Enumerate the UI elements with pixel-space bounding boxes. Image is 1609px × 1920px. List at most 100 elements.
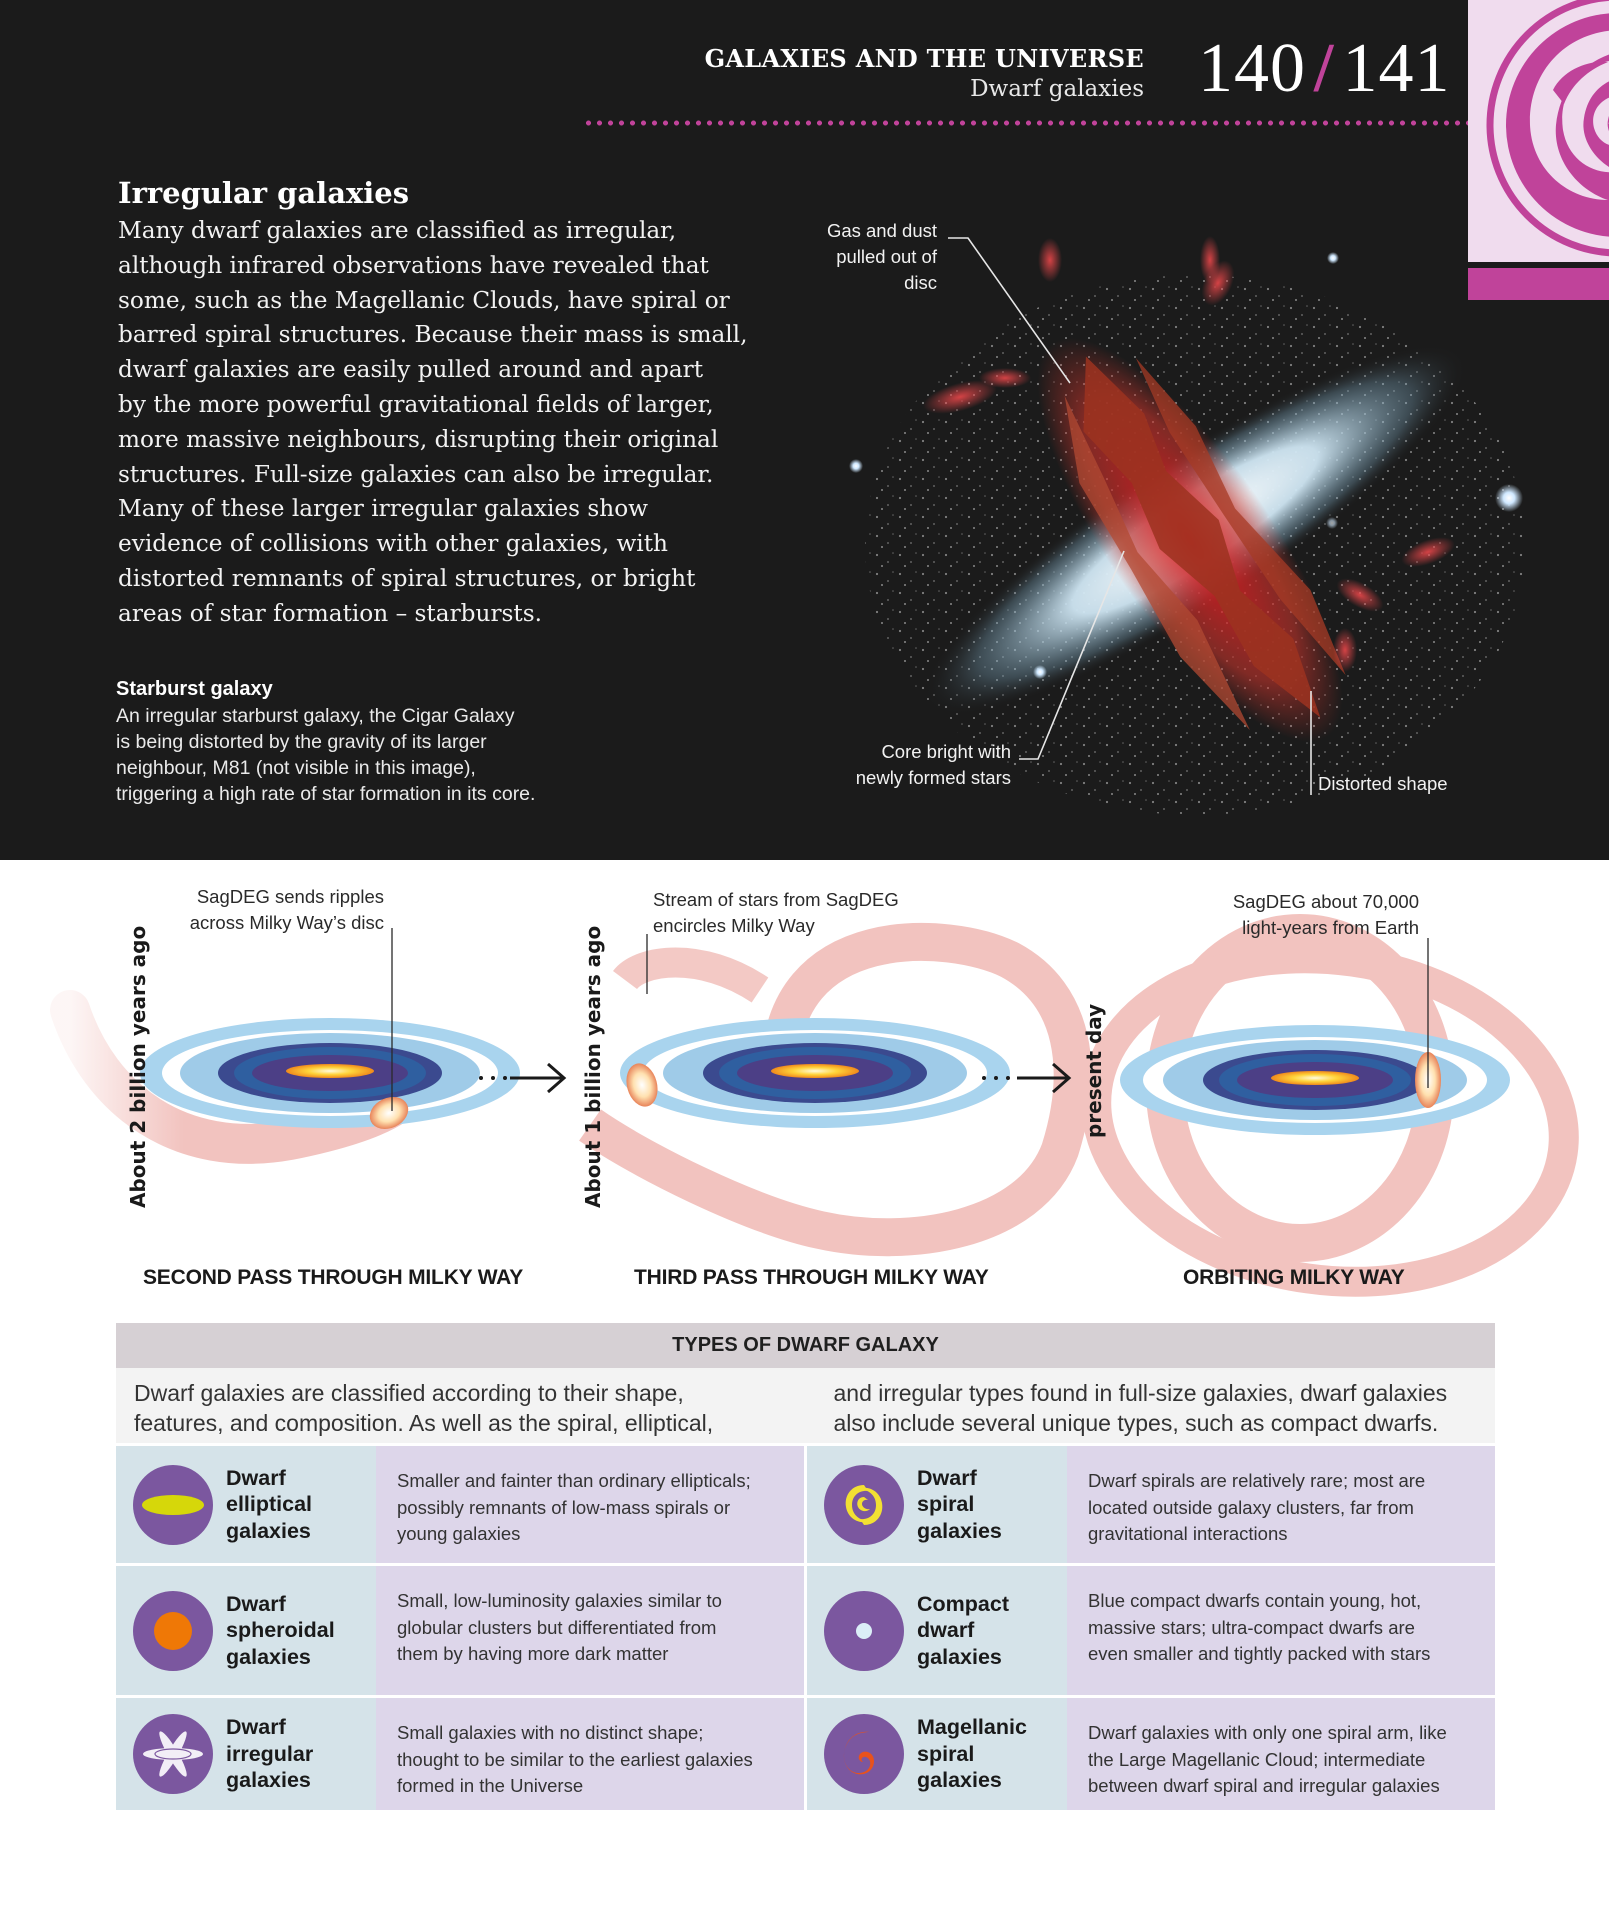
desc-line: formed in the Universe	[397, 1775, 584, 1796]
desc-line: gravitational interactions	[1088, 1523, 1288, 1544]
body-line: by the more powerful gravitational field…	[118, 390, 714, 418]
intro-right: and irregular types found in full-size g…	[806, 1368, 1496, 1443]
name-line: elliptical	[226, 1492, 313, 1517]
intro-line: Dwarf galaxies are classified according …	[134, 1380, 684, 1406]
page-right: 141	[1342, 30, 1451, 107]
desc-line: Dwarf spirals are relatively rare; most …	[1088, 1470, 1426, 1491]
callout-line: Gas and dust	[826, 220, 937, 241]
body-line: barred spiral structures. Because their …	[118, 321, 748, 349]
milky-way-third-pass	[579, 922, 1092, 1257]
desc-line: even smaller and tightly packed with sta…	[1088, 1643, 1431, 1664]
types-of-dwarf-galaxy-table: TYPES OF DWARF GALAXY Dwarf galaxies are…	[116, 1323, 1495, 1810]
desc-line: Small galaxies with no distinct shape;	[397, 1722, 704, 1743]
body-line: structures. Full-size galaxies can also …	[118, 460, 714, 488]
page-separator: /	[1314, 30, 1335, 107]
irregular-galaxies-heading: Irregular galaxies	[118, 176, 410, 210]
callout-line: Core bright with	[881, 741, 1011, 762]
galaxy-type-description: Small, low-luminosity galaxies similar t…	[376, 1566, 804, 1695]
milky-way-second-pass	[50, 928, 567, 1164]
starburst-caption-heading: Starburst galaxy	[116, 678, 273, 700]
galaxy-type-description: Blue compact dwarfs contain young, hot, …	[1067, 1566, 1495, 1695]
annotation-line: SagDEG about 70,000	[1232, 891, 1419, 912]
callout-distorted-shape: Distorted shape	[1318, 771, 1448, 797]
name-line: galaxies	[917, 1768, 1002, 1793]
desc-line: the Large Magellanic Cloud; intermediate	[1088, 1748, 1426, 1770]
intro-line: and irregular types found in full-size g…	[833, 1380, 1448, 1406]
name-line: Dwarf	[226, 1591, 286, 1616]
callout-line: newly formed stars	[855, 767, 1011, 788]
body-line: although infrared observations have reve…	[118, 251, 709, 279]
caption-line: An irregular starburst galaxy, the Cigar…	[116, 705, 515, 727]
name-line: Dwarf	[226, 1465, 286, 1490]
intro-left: Dwarf galaxies are classified according …	[116, 1368, 806, 1443]
galaxy-type-cell: Compact dwarf galaxies	[807, 1566, 1067, 1695]
stage-1-caption: SECOND PASS THROUGH MILKY WAY	[143, 1266, 524, 1289]
galaxy-type-cell: Dwarf spiral galaxies	[807, 1446, 1067, 1563]
starburst-caption-body: An irregular starburst galaxy, the Cigar…	[116, 703, 535, 807]
body-line: areas of star formation – starbursts.	[118, 599, 543, 627]
desc-line: young galaxies	[397, 1523, 521, 1544]
milky-way-present-day	[1081, 914, 1579, 1297]
galaxy-type-description: Dwarf galaxies with only one spiral arm,…	[1067, 1698, 1495, 1810]
galaxy-type-description: Smaller and fainter than ordinary ellipt…	[376, 1446, 804, 1563]
dwarf-spheroidal-icon	[133, 1590, 213, 1671]
galaxy-type-name: Dwarf spheroidal galaxies	[226, 1591, 335, 1671]
caption-line: is being distorted by the gravity of its…	[116, 731, 487, 753]
table-title: TYPES OF DWARF GALAXY	[116, 1323, 1495, 1368]
body-line: Many of these larger irregular galaxies …	[118, 495, 649, 523]
annotation-line: Stream of stars from SagDEG	[653, 889, 899, 910]
body-line: some, such as the Magellanic Clouds, hav…	[118, 286, 730, 314]
caption-line: neighbour, M81 (not visible in this imag…	[116, 757, 476, 779]
table-row: Dwarf elliptical galaxies Smaller and fa…	[116, 1446, 1495, 1563]
body-line: evidence of collisions with other galaxi…	[118, 530, 668, 558]
dotted-rule	[583, 120, 1468, 126]
table-row: Dwarf irregular galaxies Small galaxies …	[116, 1698, 1495, 1810]
annotation-line: encircles Milky Way	[653, 915, 815, 936]
name-line: spheroidal	[226, 1618, 335, 1643]
irregular-galaxies-body: Many dwarf galaxies are classified as ir…	[118, 214, 778, 632]
dwarf-irregular-icon	[133, 1714, 213, 1794]
sagdeg-milky-way-section: SagDEG sends ripples across Milky Way’s …	[0, 860, 1609, 1300]
name-line: dwarf	[917, 1618, 975, 1643]
desc-line: located outside galaxy clusters, far fro…	[1088, 1496, 1414, 1518]
desc-line: Small, low-luminosity galaxies similar t…	[397, 1590, 722, 1611]
annotation-line: across Milky Way’s disc	[189, 912, 384, 933]
section-title: GALAXIES AND THE UNIVERSE	[704, 44, 1144, 73]
galaxy-type-cell: Dwarf elliptical galaxies	[116, 1446, 376, 1563]
page-numbers: 140/141	[1198, 34, 1450, 104]
name-line: Magellanic	[917, 1715, 1027, 1740]
galaxy-type-description: Small galaxies with no distinct shape; t…	[376, 1698, 804, 1810]
stage-3-time-label: present day	[1082, 1003, 1106, 1138]
starburst-section: GALAXIES AND THE UNIVERSE Dwarf galaxies…	[0, 0, 1609, 860]
name-line: spiral	[917, 1741, 975, 1766]
galaxy-type-name: Compact dwarf galaxies	[917, 1591, 1009, 1671]
annotation-line: SagDEG sends ripples	[196, 886, 384, 907]
desc-line: Smaller and fainter than ordinary ellipt…	[397, 1470, 751, 1491]
compact-dwarf-icon	[824, 1590, 904, 1671]
name-line: galaxies	[226, 1518, 311, 1543]
callout-line: disc	[904, 272, 937, 293]
body-line: dwarf galaxies are easily pulled around …	[118, 356, 704, 384]
galaxy-type-cell: Magellanic spiral galaxies	[807, 1698, 1067, 1810]
callout-line: pulled out of	[836, 246, 937, 267]
intro-line: also include several unique types, such …	[833, 1410, 1439, 1436]
dwarf-elliptical-icon	[133, 1464, 213, 1545]
name-line: spiral	[917, 1492, 975, 1517]
stage-2-caption: THIRD PASS THROUGH MILKY WAY	[634, 1266, 989, 1289]
callout-core: Core bright with newly formed stars	[856, 739, 1011, 791]
table-row: Dwarf spheroidal galaxies Small, low-lum…	[116, 1566, 1495, 1695]
caption-line: triggering a high rate of star formation…	[116, 783, 536, 805]
desc-line: them by having more dark matter	[397, 1643, 669, 1664]
galaxy-type-cell: Dwarf irregular galaxies	[116, 1698, 376, 1810]
desc-line: Dwarf galaxies with only one spiral arm,…	[1088, 1722, 1447, 1743]
dwarf-spiral-icon	[824, 1464, 904, 1545]
body-line: more massive neighbours, disrupting thei…	[118, 425, 719, 453]
galaxy-type-name: Dwarf spiral galaxies	[917, 1465, 1002, 1545]
name-line: galaxies	[917, 1518, 1002, 1543]
callout-gas-and-dust: Gas and dust pulled out of disc	[827, 218, 937, 296]
desc-line: Blue compact dwarfs contain young, hot,	[1088, 1590, 1422, 1611]
name-line: Dwarf	[917, 1465, 977, 1490]
stage-2-annotation: Stream of stars from SagDEG encircles Mi…	[653, 887, 899, 939]
body-line: distorted remnants of spiral structures,…	[118, 564, 696, 592]
spiral-galaxy-icon	[1468, 0, 1609, 300]
